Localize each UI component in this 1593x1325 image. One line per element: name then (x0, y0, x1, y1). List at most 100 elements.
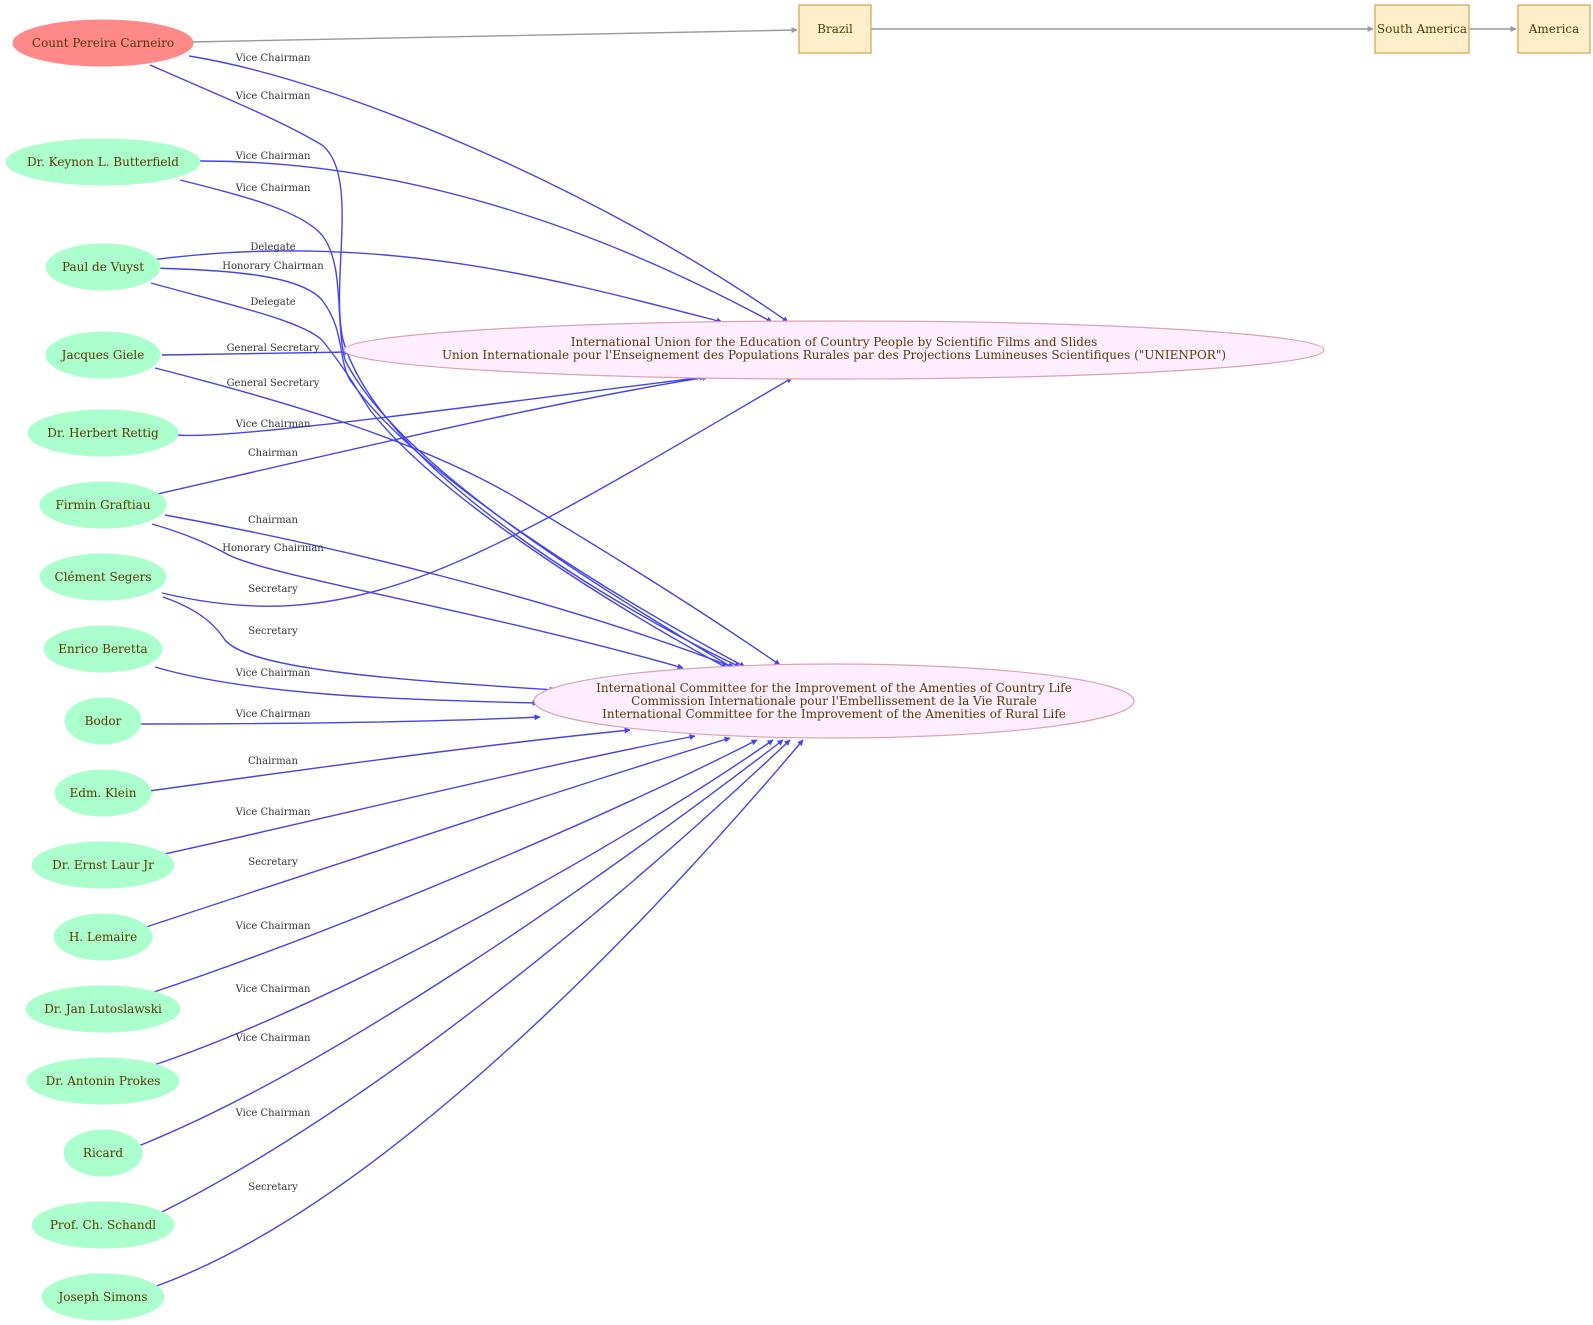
edge-label: Delegate (250, 242, 295, 253)
edge-lutoslawski-committee (150, 739, 758, 994)
edge-label: Vice Chairman (235, 419, 311, 430)
edge-label: General Secretary (227, 343, 320, 354)
node-america[interactable]: America (1517, 4, 1591, 54)
node-label-line1: International Union for the Education of… (571, 335, 1097, 349)
edge-label: Vice Chairman (235, 183, 311, 194)
edge-ricard-committee (135, 739, 784, 1148)
node-label: Joseph Simons (56, 1290, 147, 1304)
edge-label: Vice Chairman (235, 921, 311, 932)
edge-pereira-brazil (189, 27, 798, 43)
node-label: Prof. Ch. Schandl (50, 1218, 156, 1232)
edge-label: Secretary (248, 1182, 298, 1193)
edge-segers-unienpor (161, 377, 793, 607)
node-bodor[interactable]: Bodor (64, 697, 142, 745)
node-label: Bodor (85, 714, 122, 728)
node-label-line1: International Committee for the Improvem… (596, 681, 1072, 695)
edge-segers-committee (162, 596, 556, 693)
node-giele[interactable]: Jacques Giele (45, 331, 161, 379)
node-segers[interactable]: Clément Segers (39, 553, 167, 601)
edge-label: Vice Chairman (235, 1033, 311, 1044)
node-prokes[interactable]: Dr. Antonin Prokes (26, 1057, 180, 1105)
edge-label: Secretary (248, 584, 298, 595)
node-simons[interactable]: Joseph Simons (41, 1273, 165, 1321)
node-label: Ricard (83, 1146, 123, 1160)
node-label: America (1528, 22, 1580, 36)
node-committee[interactable]: International Committee for the Improvem… (533, 663, 1135, 739)
edge-bodor-committee (139, 714, 541, 725)
node-label: Dr. Herbert Rettig (47, 426, 159, 440)
node-label-line2: Commission Internationale pour l'Embelli… (631, 694, 1037, 708)
edge-label: Delegate (250, 297, 295, 308)
edge-lemaire-committee (142, 736, 731, 929)
node-label: South America (1377, 22, 1467, 36)
node-graftiau[interactable]: Firmin Graftiau (39, 481, 167, 529)
node-label-line2: Union Internationale pour l'Enseignement… (442, 348, 1226, 362)
edge-label: Vice Chairman (235, 807, 311, 818)
node-label: Clément Segers (55, 570, 152, 584)
node-label: Dr. Keynon L. Butterfield (27, 155, 179, 169)
edge-label: Vice Chairman (235, 1108, 311, 1119)
edge-simons-committee (147, 739, 804, 1290)
place-nodes: Brazil South America America (798, 4, 1591, 54)
node-label: Dr. Ernst Laur Jr (52, 858, 154, 872)
edge-schandl-committee (151, 739, 791, 1218)
node-label: Enrico Beretta (58, 642, 147, 656)
edge-graftiau-unienpor (152, 374, 709, 496)
edge-giele-committee (154, 367, 781, 666)
edge-label: Secretary (248, 857, 298, 868)
edges (135, 26, 1517, 1290)
node-butterfield[interactable]: Dr. Keynon L. Butterfield (5, 138, 201, 186)
node-label: Count Pereira Carneiro (32, 36, 174, 50)
node-pereira-carneiro[interactable]: Count Pereira Carneiro (12, 19, 194, 67)
edge-label: Vice Chairman (235, 984, 311, 995)
node-label: Edm. Klein (70, 786, 137, 800)
edge-prokes-committee (150, 739, 774, 1067)
person-nodes: Count Pereira Carneiro Dr. Keynon L. But… (5, 19, 201, 1321)
edge-label: Secretary (248, 626, 298, 637)
node-schandl[interactable]: Prof. Ch. Schandl (31, 1201, 175, 1249)
edge-label: General Secretary (227, 378, 320, 389)
edge-graftiau-committee-hon (151, 523, 684, 670)
node-rettig[interactable]: Dr. Herbert Rettig (27, 409, 179, 457)
node-laur[interactable]: Dr. Ernst Laur Jr (31, 841, 175, 889)
node-brazil[interactable]: Brazil (798, 4, 872, 54)
node-de-vuyst[interactable]: Paul de Vuyst (45, 243, 161, 291)
organization-nodes: International Union for the Education of… (343, 320, 1325, 739)
edge-label: Honorary Chairman (222, 261, 324, 272)
edge-vuyst-unienpor (150, 250, 723, 324)
node-label-line3: International Committee for the Improvem… (602, 707, 1066, 721)
node-beretta[interactable]: Enrico Beretta (43, 625, 163, 673)
node-label: Dr. Antonin Prokes (46, 1074, 161, 1088)
node-label: Firmin Graftiau (55, 498, 150, 512)
edge-butterfield-unienpor (197, 160, 773, 323)
edge-label: Honorary Chairman (222, 543, 324, 554)
edge-label: Chairman (248, 756, 298, 767)
edge-label: Vice Chairman (235, 151, 311, 162)
edge-label: Vice Chairman (235, 668, 311, 679)
edge-klein-committee (148, 727, 631, 792)
node-label: Paul de Vuyst (62, 260, 144, 274)
edge-label: Vice Chairman (235, 709, 311, 720)
edge-label: Chairman (248, 515, 298, 526)
edge-beretta-committee (154, 666, 539, 706)
edge-labels: Vice Chairman Vice Chairman Vice Chairma… (222, 53, 324, 1193)
edge-label: Vice Chairman (235, 53, 311, 64)
node-label: Jacques Giele (60, 348, 145, 362)
node-ricard[interactable]: Ricard (63, 1129, 143, 1177)
edge-laur-committee (159, 734, 696, 856)
node-label: Brazil (817, 22, 853, 36)
node-label: H. Lemaire (69, 930, 137, 944)
edge-label: Chairman (248, 448, 298, 459)
node-lemaire[interactable]: H. Lemaire (53, 913, 153, 961)
node-unienpor[interactable]: International Union for the Education of… (343, 320, 1325, 380)
edge-vuyst-committee-del (150, 282, 728, 669)
edge-label: Vice Chairman (235, 91, 311, 102)
edge-pereira-unienpor (188, 55, 789, 323)
node-south-america[interactable]: South America (1374, 4, 1470, 54)
edge-graftiau-committee-ch (164, 514, 736, 669)
node-lutoslawski[interactable]: Dr. Jan Lutoslawski (25, 985, 181, 1033)
edge-butterfield-committee (179, 179, 734, 669)
node-klein[interactable]: Edm. Klein (54, 769, 152, 817)
node-label: Dr. Jan Lutoslawski (44, 1002, 162, 1016)
